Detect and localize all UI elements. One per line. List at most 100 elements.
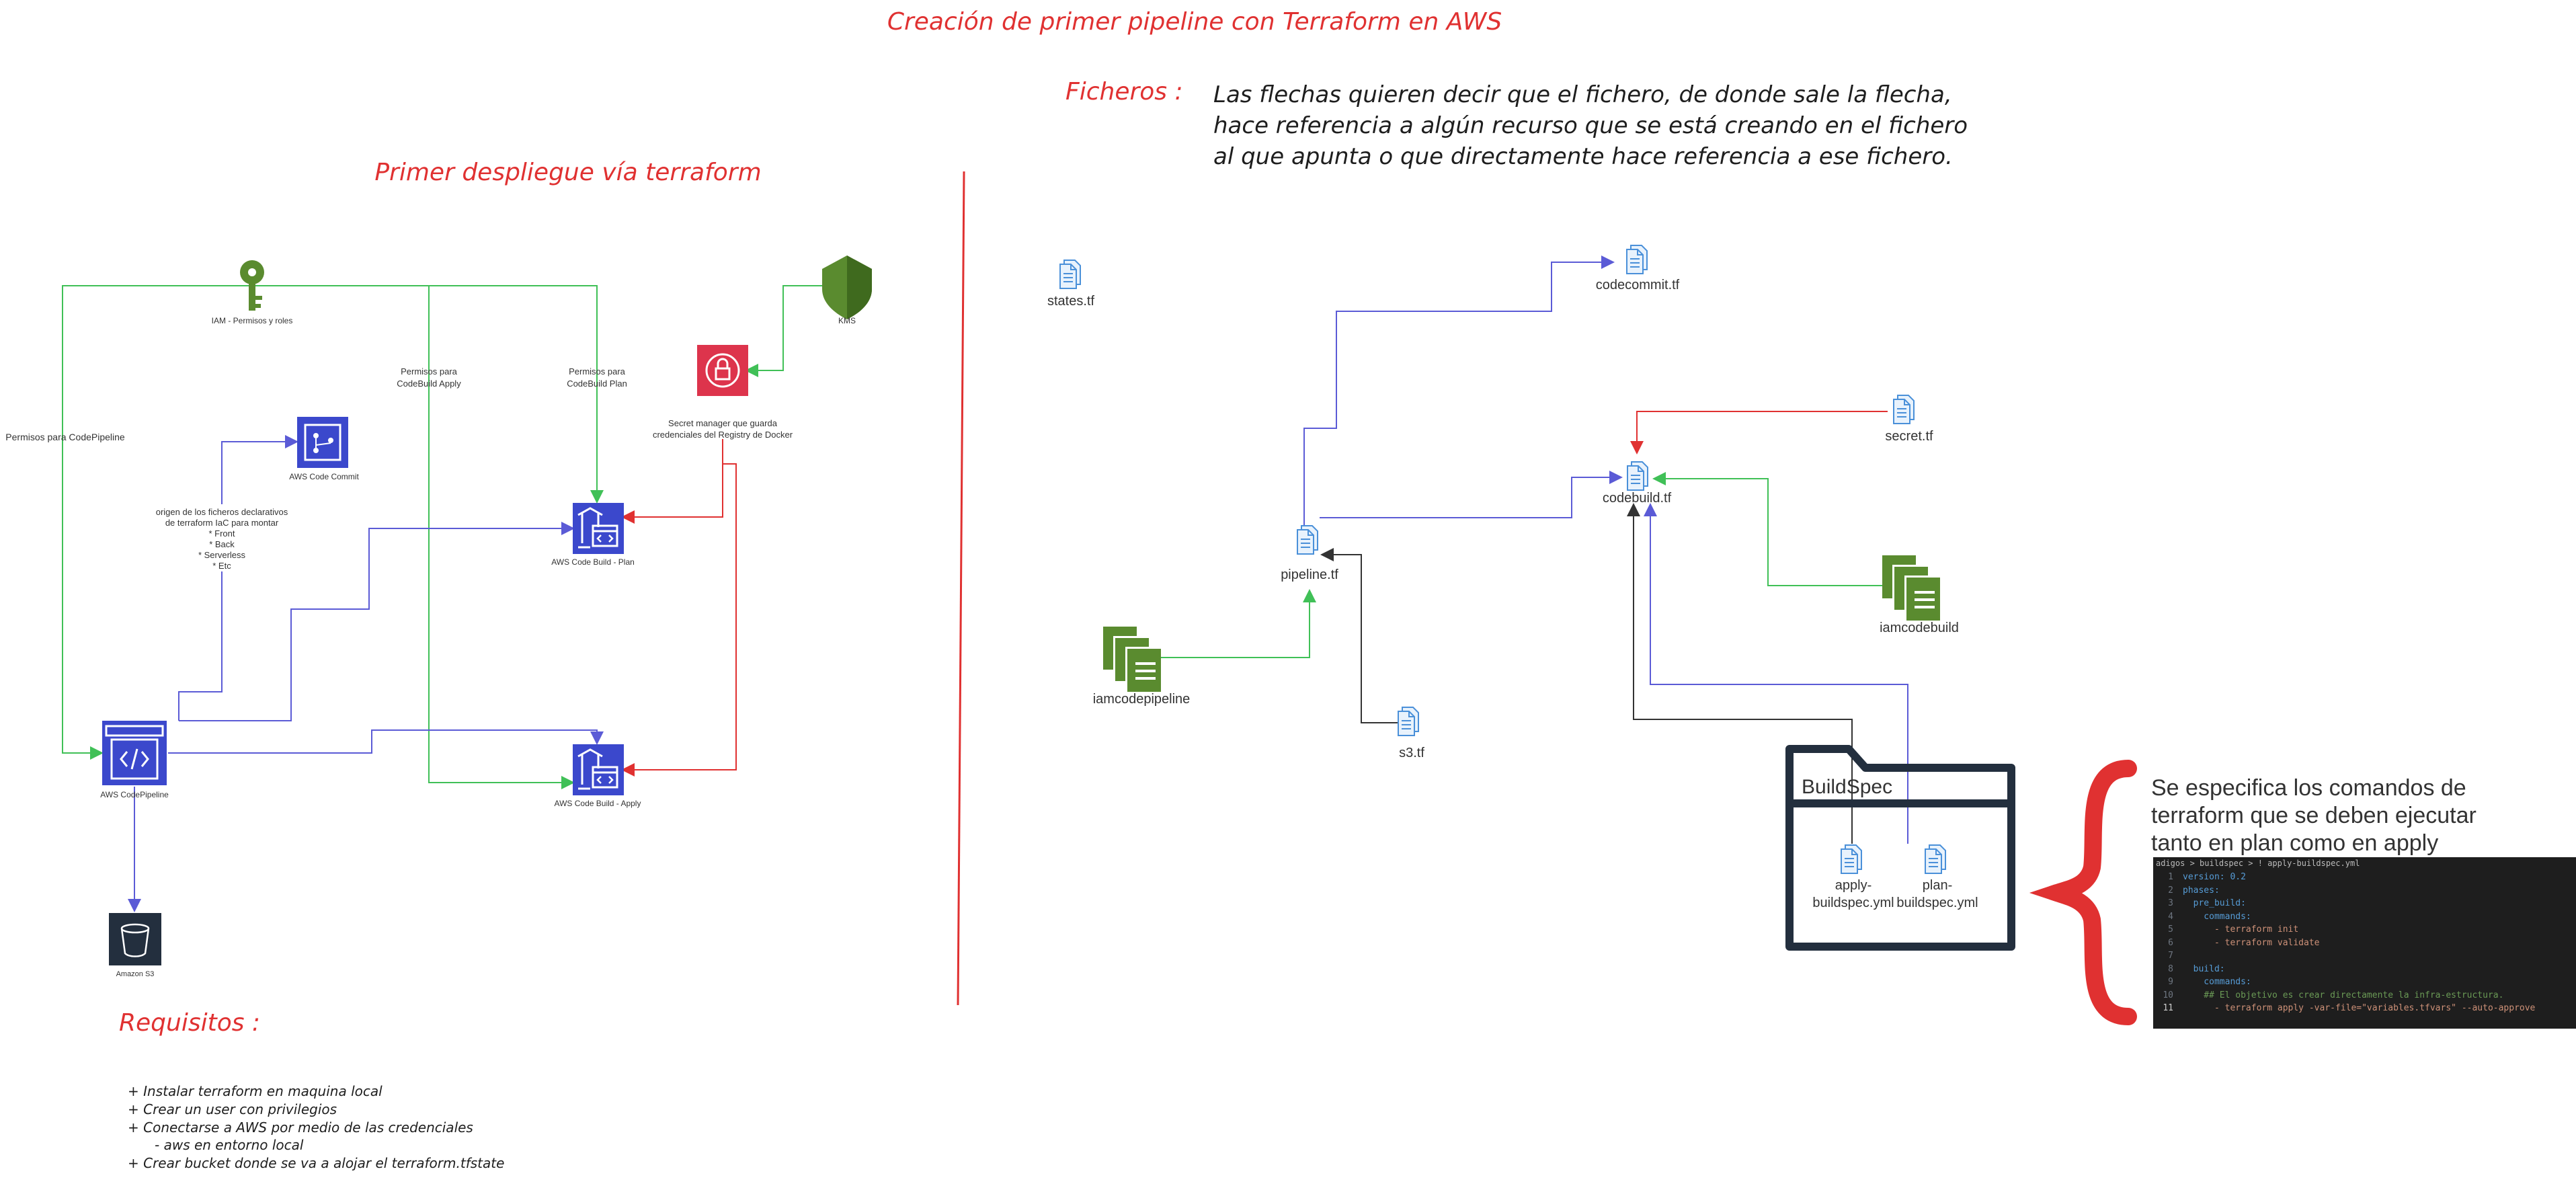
- buildspec-code-panel: adigos > buildspec > ! apply-buildspec.y…: [2153, 857, 2576, 1029]
- perm-codebuild-apply-label: CodeBuild Apply: [397, 379, 461, 389]
- left-section-title: Primer despliegue vía terraform: [374, 159, 761, 186]
- edge-iamcodebuild-codebuild: [1652, 472, 1888, 586]
- codecommit-file-icon: [1626, 245, 1648, 274]
- codebuild-file-label: codebuild.tf: [1603, 491, 1672, 506]
- plan-buildspec-file-icon: [1925, 844, 1946, 874]
- code-line: 11 - terraform apply -var-file="variable…: [2153, 1002, 2576, 1015]
- line-number: 1: [2168, 872, 2173, 882]
- apply-buildspec-file-icon: [1841, 844, 1862, 874]
- ficheros-note-line: Las flechas quieren decir que el fichero…: [1213, 81, 1952, 108]
- buildspec-note-line: tanto en plan como en apply: [2151, 830, 2438, 856]
- code-line: 10 ## El objetivo es crear directamente …: [2153, 989, 2576, 1002]
- ficheros-title: Ficheros :: [1065, 78, 1183, 106]
- line-number: 4: [2168, 911, 2173, 922]
- edge-iam-codepipeline: [62, 285, 252, 760]
- line-number: 8: [2168, 963, 2173, 974]
- plan-buildspec-label: buildspec.yml: [1896, 896, 1978, 910]
- buildspec-note: Se especifica los comandos de terraform …: [2151, 775, 2477, 856]
- perm-codebuild-apply-label: Permisos para: [401, 366, 458, 376]
- apply-buildspec-label: buildspec.yml: [1812, 896, 1894, 910]
- code-line: 9 commands:: [2153, 976, 2576, 989]
- line-number: 9: [2168, 977, 2173, 987]
- editor-breadcrumb: adigos > buildspec > ! apply-buildspec.y…: [2156, 859, 2360, 868]
- file-edges: [1156, 255, 1908, 844]
- line-number: 6: [2168, 937, 2173, 948]
- origin-note-line: * Front: [208, 528, 235, 539]
- main-title: Creación de primer pipeline con Terrafor…: [887, 8, 1502, 36]
- section-divider: [957, 171, 965, 1006]
- s3-file-label: s3.tf: [1399, 746, 1424, 760]
- iam-key-icon: [240, 260, 264, 311]
- line-number: 5: [2168, 924, 2173, 935]
- code-line: 7: [2153, 949, 2576, 963]
- edge-iamcodepipeline-pipeline: [1156, 589, 1316, 658]
- edge-apply-codebuild: [1627, 503, 1853, 844]
- origin-note-line: * Serverless: [198, 550, 246, 560]
- edge-pipeline-build-apply: [168, 729, 604, 754]
- requisitos-list: + Instalar terraform en maquina local + …: [128, 1083, 504, 1171]
- codepipeline-label: AWS CodePipeline: [100, 790, 169, 799]
- requisito-item: + Crear bucket donde se va a alojar el t…: [128, 1155, 504, 1171]
- secret-file-icon: [1893, 395, 1915, 424]
- edge-s3-pipeline: [1320, 548, 1405, 723]
- code-text: ## El objetivo es crear directamente la …: [2183, 990, 2504, 1000]
- secret-file-label: secret.tf: [1885, 429, 1933, 444]
- secret-manager-label: Secret manager que guarda: [668, 418, 778, 428]
- pipeline-file-icon: [1297, 525, 1318, 555]
- kms-label: KMS: [838, 316, 856, 325]
- kms-shield-icon: [822, 255, 872, 319]
- origin-note-line: * Back: [209, 539, 235, 549]
- line-number: 7: [2168, 951, 2173, 961]
- line-number: 10: [2163, 990, 2173, 1000]
- states-file-icon: [1059, 260, 1081, 289]
- requisito-item: + Crear un user con privilegios: [128, 1101, 337, 1117]
- plan-buildspec-label: plan-: [1923, 878, 1952, 893]
- code-text: - terraform init: [2183, 924, 2299, 935]
- edge-pipeline-codecommit: [1303, 255, 1615, 528]
- requisito-item: + Conectarse a AWS por medio de las cred…: [128, 1119, 473, 1136]
- code-text: - terraform apply -var-file="variables.t…: [2183, 1003, 2536, 1013]
- secret-manager-label: credenciales del Registry de Docker: [653, 430, 793, 440]
- code-text: phases:: [2183, 885, 2220, 896]
- requisitos-title: Requisitos :: [119, 1009, 260, 1037]
- requisito-item: + Instalar terraform en maquina local: [128, 1083, 383, 1099]
- aws-edges: [62, 285, 828, 912]
- iamcodebuild-icon: [1881, 554, 1941, 622]
- pipeline-file-label: pipeline.tf: [1281, 567, 1338, 582]
- buildspec-folder-label: BuildSpec: [1802, 776, 1892, 798]
- ficheros-note-line: al que apunta o que directamente hace re…: [1213, 143, 1953, 170]
- codepipeline-icon: [102, 721, 167, 785]
- codebuild-plan-label: AWS Code Build - Plan: [551, 557, 635, 567]
- codecommit-label: AWS Code Commit: [289, 472, 359, 481]
- line-number: 3: [2168, 898, 2173, 908]
- requisito-item: - aws en entorno local: [155, 1137, 304, 1153]
- s3-label: Amazon S3: [116, 970, 155, 978]
- buildspec-note-line: Se especifica los comandos de: [2151, 775, 2466, 801]
- edge-iam-build-apply: [428, 286, 575, 789]
- perm-codebuild-plan-label: Permisos para: [569, 366, 626, 376]
- line-number: 11: [2163, 1003, 2173, 1013]
- edge-secret-build-plan: [621, 439, 723, 524]
- perm-codepipeline-label: Permisos para CodePipeline: [5, 432, 125, 442]
- codecommit-file-label: codecommit.tf: [1596, 278, 1680, 292]
- edge-pipeline-build-plan: [179, 522, 575, 721]
- s3-file-icon: [1398, 707, 1419, 736]
- code-text: - terraform validate: [2183, 937, 2320, 948]
- edge-secret-build-apply: [621, 463, 737, 777]
- code-line: 5 - terraform init: [2153, 923, 2576, 937]
- code-line: 6 - terraform validate: [2153, 937, 2576, 950]
- codebuild-apply-label: AWS Code Build - Apply: [555, 799, 641, 808]
- edge-iam-build-plan: [252, 285, 604, 504]
- secrets-manager-icon: [697, 345, 748, 396]
- iamcodebuild-label: iamcodebuild: [1880, 621, 1959, 635]
- codecommit-icon: [297, 417, 348, 468]
- codebuild-plan-icon: [571, 502, 625, 555]
- origin-note-line: * Etc: [212, 561, 231, 571]
- buildspec-note-line: terraform que se deben ejecutar: [2151, 803, 2477, 828]
- perm-codebuild-plan-label: CodeBuild Plan: [567, 379, 627, 389]
- code-text: build:: [2183, 963, 2225, 974]
- ficheros-note-line: hace referencia a algún recurso que se e…: [1213, 112, 1968, 139]
